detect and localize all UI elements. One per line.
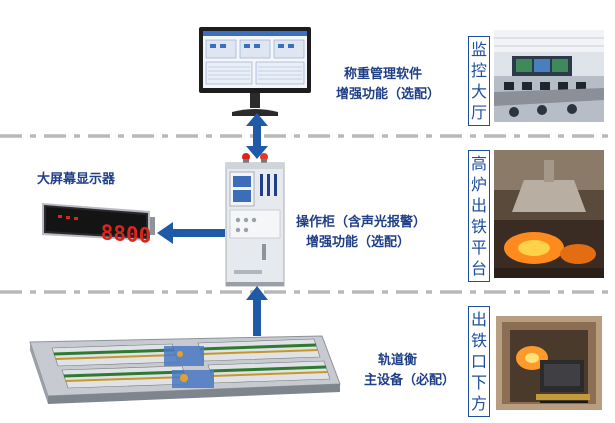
zone-tag-char: 台 <box>470 259 487 278</box>
monitor-icon <box>199 27 311 116</box>
zone-tag-char: 高 <box>470 154 487 173</box>
zone-tag-char: 大 <box>470 82 487 101</box>
zone-tag-char: 铁 <box>470 331 487 350</box>
cabinet-label-line2: 增强功能（选配） <box>306 235 411 250</box>
taphole-below-photo <box>496 316 602 410</box>
zone-tag-char: 口 <box>470 352 487 371</box>
section-divider-top <box>0 134 615 138</box>
arrow-left-icon <box>157 222 225 244</box>
arrow-up-icon <box>246 286 268 336</box>
led-display-icon: 8800 <box>42 203 155 245</box>
operating-cabinet-icon <box>225 153 285 287</box>
display-label: 大屏幕显示器 <box>37 172 116 187</box>
zone-tag-control-room: 监 控 大 厅 <box>468 36 490 126</box>
software-label-line1: 称重管理软件 <box>344 67 423 82</box>
zone-tag-char: 厅 <box>470 103 487 122</box>
software-label-line2: 增强功能（选配） <box>336 87 441 102</box>
zone-tag-blast-furnace-platform: 高 炉 出 铁 平 台 <box>468 150 490 282</box>
zone-tag-below-taphole: 出 铁 口 下 方 <box>468 306 490 417</box>
zone-tag-char: 方 <box>470 394 487 413</box>
scale-label-line1: 轨道衡 <box>378 353 418 368</box>
zone-tag-char: 下 <box>470 373 487 392</box>
section-divider-bottom <box>0 290 615 294</box>
zone-tag-char: 出 <box>470 310 487 329</box>
scale-label-line2: 主设备（必配） <box>364 373 456 388</box>
control-room-photo <box>494 30 604 122</box>
double-arrow-icon <box>246 113 268 159</box>
zone-tag-char: 监 <box>470 40 487 59</box>
cabinet-label-line1: 操作柜（含声光报警） <box>296 215 427 230</box>
track-scale-icon <box>29 335 341 404</box>
zone-tag-char: 出 <box>470 196 487 215</box>
zone-tag-char: 炉 <box>470 175 487 194</box>
furnace-platform-photo <box>494 150 604 278</box>
zone-tag-char: 平 <box>470 238 487 257</box>
zone-tag-char: 铁 <box>470 217 487 236</box>
led-display-digits: 8800 <box>101 219 152 245</box>
zone-tag-char: 控 <box>470 61 487 80</box>
